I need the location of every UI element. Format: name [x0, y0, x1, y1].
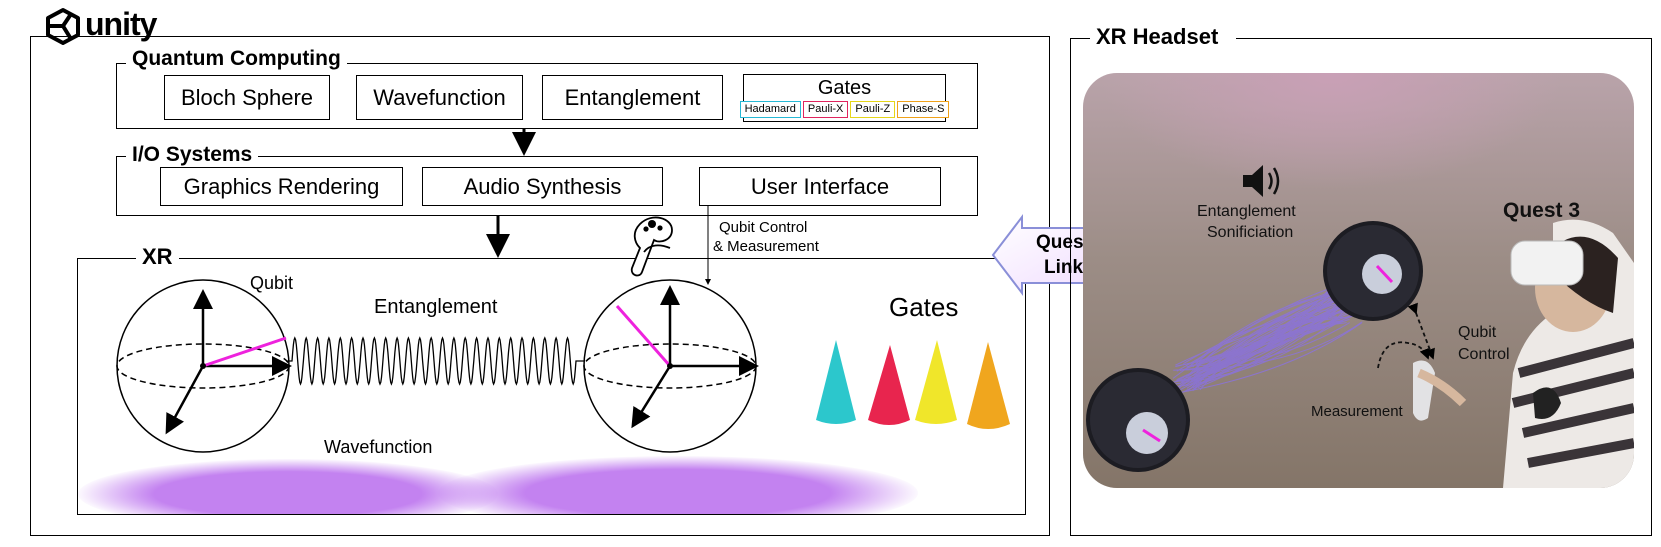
- sonification-label-line1: Entanglement: [1197, 203, 1296, 220]
- xr-headset-title: XR Headset: [1090, 26, 1237, 48]
- cone-phase-s: [967, 342, 1010, 429]
- qubit-control-label-line1: Qubit Control: [719, 219, 808, 236]
- entanglement-strand: [1192, 315, 1338, 368]
- xr-title: XR: [136, 246, 179, 268]
- wavefunction-glow: [78, 459, 498, 514]
- io-systems-title: I/O Systems: [126, 144, 259, 165]
- qubit-control-arrow: [1407, 302, 1435, 360]
- quest-3-headset: [1510, 240, 1584, 286]
- io-systems-frame: [116, 156, 978, 216]
- entanglement-strand: [1193, 292, 1329, 373]
- wavefunction-label: Wavefunction: [324, 437, 433, 457]
- gate-chip-pauli-z: Pauli-Z: [850, 101, 896, 118]
- qubit-control-photo-line1: Qubit: [1458, 324, 1497, 341]
- entanglement-strand: [1183, 307, 1361, 365]
- quest-3-label: Quest 3: [1503, 199, 1581, 222]
- entanglement-strand: [1189, 294, 1329, 366]
- gate-chip-phase-s: Phase-S: [897, 101, 950, 118]
- bloch-vector-right: [615, 305, 672, 367]
- quantum-computing-frame: [116, 63, 978, 129]
- entanglement-strand: [1186, 294, 1348, 389]
- unity-frame: [30, 36, 1050, 536]
- person-figure: [1413, 219, 1634, 488]
- wavefunction-module: Wavefunction: [356, 75, 523, 120]
- speaker-icon: [1243, 165, 1280, 197]
- audio-synthesis-module: Audio Synthesis: [422, 167, 663, 206]
- xr-frame: [77, 258, 1026, 515]
- headset-photo-scene: [1086, 165, 1634, 488]
- qubit-control-label-line2: & Measurement: [713, 238, 819, 255]
- controller-icon: [630, 216, 673, 277]
- user-interface-module: User Interface: [699, 167, 941, 206]
- bloch-vector-left: [202, 336, 287, 368]
- headset-photo: Entanglement Sonificiation Quest 3 Qubit…: [1083, 73, 1634, 488]
- entanglement-strand: [1175, 309, 1346, 385]
- bloch-sphere-module: Bloch Sphere: [164, 75, 330, 120]
- quest-link-label-line1: Quest: [1036, 232, 1090, 253]
- gates-module-title: Gates: [817, 77, 872, 99]
- entanglement-wave: [286, 336, 584, 386]
- entanglement-strand: [1175, 311, 1334, 388]
- entanglement-strand: [1195, 317, 1347, 366]
- qubit-orb-lower: [1086, 368, 1190, 472]
- gate-chip-list: Hadamard Pauli-X Pauli-Z Phase-S: [739, 101, 950, 118]
- bloch-sphere-left: [116, 279, 292, 453]
- qubit-control-photo-line2: Control: [1458, 346, 1510, 363]
- bloch-sphere-right: [583, 279, 759, 453]
- wavefunction-glow-right: [438, 456, 918, 514]
- quest-link-label-line2: Link: [1044, 257, 1084, 278]
- gate-cones: [816, 340, 1010, 429]
- graphics-rendering-module: Graphics Rendering: [160, 167, 403, 206]
- entanglement-strand: [1195, 300, 1349, 371]
- cone-pauli-z: [915, 340, 957, 424]
- gate-chip-hadamard: Hadamard: [739, 101, 801, 118]
- gate-chip-pauli-x: Pauli-X: [802, 101, 849, 118]
- gates-module: Gates Hadamard Pauli-X Pauli-Z Phase-S: [739, 74, 950, 122]
- qubit-orb-upper: [1323, 221, 1423, 321]
- entanglement-strand: [1182, 312, 1331, 393]
- measurement-label: Measurement: [1311, 403, 1403, 420]
- qubit-label: Qubit: [250, 273, 294, 293]
- sonification-label-line2: Sonificiation: [1207, 224, 1294, 241]
- xr-headset-frame: [1070, 38, 1652, 536]
- cone-hadamard: [816, 340, 856, 424]
- entanglement-strand: [1191, 288, 1332, 382]
- entanglement-module: Entanglement: [542, 75, 723, 120]
- quantum-computing-title: Quantum Computing: [126, 48, 347, 69]
- cone-pauli-x: [868, 345, 910, 425]
- entanglement-strand: [1177, 322, 1362, 394]
- entanglement-strand: [1189, 308, 1352, 387]
- gates-label: Gates: [889, 292, 959, 322]
- entanglement-label: Entanglement: [374, 296, 498, 318]
- entanglement-strand: [1191, 320, 1341, 383]
